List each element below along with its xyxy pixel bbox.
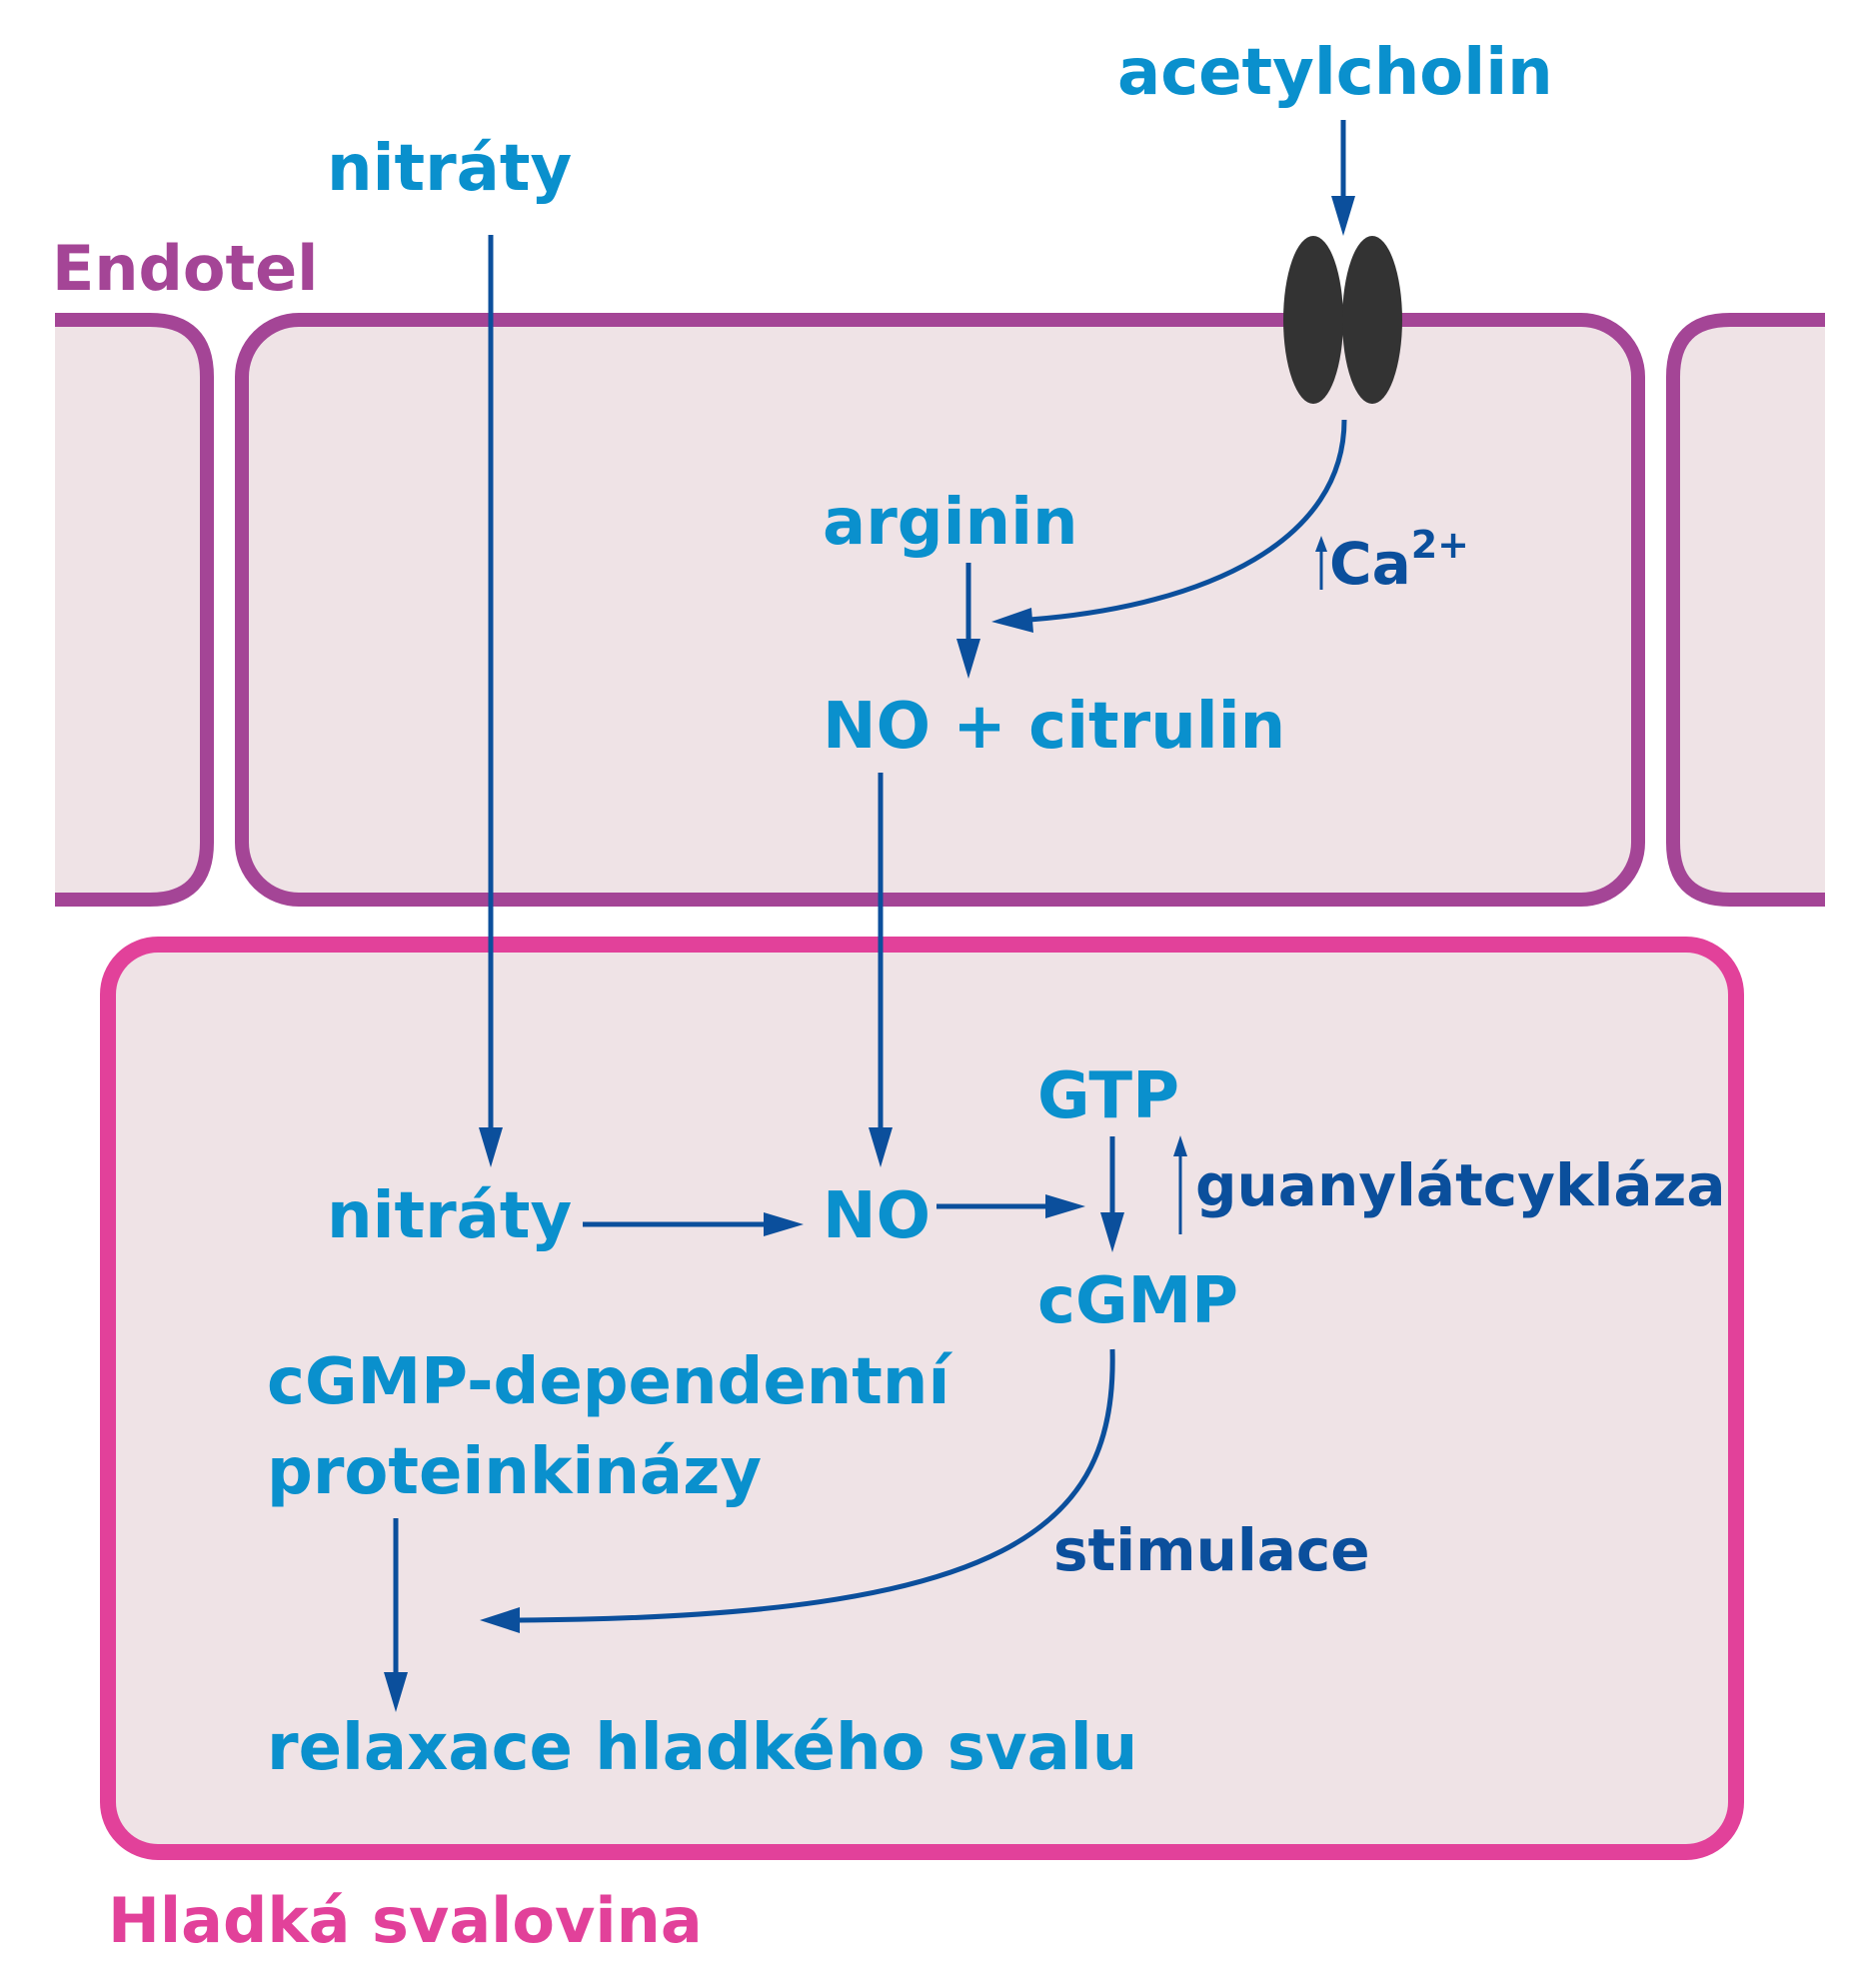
calcium-base: Ca [1329,530,1411,598]
label-smooth-muscle: Hladká svalovina [108,1884,703,1957]
arrow-cgmp-to-relaxation [480,1348,1115,1633]
arrow-nitrates-into-muscle [479,235,503,1167]
label-stimulation: stimulace [1053,1516,1370,1584]
arrow-no-to-cgmp [936,1194,1085,1218]
label-no: NO [823,1179,931,1253]
guanylate-cyclase-increase-arrow [1173,1135,1187,1234]
arrow-kinases-to-relaxation [384,1518,408,1712]
label-no-citrulline: NO + citrulin [823,690,1285,764]
arrow-arginine-to-no [956,563,980,679]
label-endothelium: Endotel [52,232,318,305]
label-cgmp: cGMP [1037,1264,1238,1338]
label-kinases-line2: proteinkinázy [267,1435,762,1509]
label-gtp: GTP [1037,1059,1179,1133]
endothelial-cell-left-outline [55,313,214,907]
endothelial-cell-right-outline [1666,313,1825,907]
label-guanylate-cyclase: guanylátcykláza [1195,1151,1725,1219]
label-nitrates-inner: nitráty [327,1179,572,1253]
arrow-nitrates-to-no [583,1212,804,1236]
receptor-icon [1283,236,1402,404]
arrow-receptor-to-arginine [991,419,1347,633]
endothelial-cell-left [55,320,207,900]
endothelial-cell-center [235,313,1645,907]
arrow-gtp-to-cgmp [1100,1136,1124,1252]
endothelium-layer [55,313,1825,907]
label-relaxation: relaxace hladkého svalu [267,1711,1137,1785]
calcium-charge: 2+ [1411,523,1469,567]
arrow-no-endothelium-to-muscle [869,773,893,1167]
endothelial-cell-right [1673,320,1825,900]
label-calcium: Ca2+ [1329,523,1469,598]
label-kinases-line1: cGMP-dependentní [267,1345,952,1419]
label-nitrates-top: nitráty [327,132,572,206]
label-arginine: arginin [823,486,1078,560]
arrow-acetylcholine-to-receptor [1331,120,1355,236]
label-acetylcholine: acetylcholin [1117,36,1553,110]
calcium-increase-arrow [1315,536,1327,590]
